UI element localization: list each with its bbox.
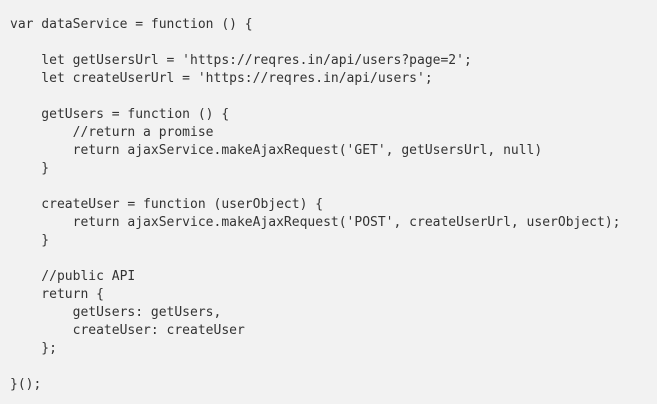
code-line: } [10,233,50,248]
code-line: let getUsersUrl = 'https://reqres.in/api… [10,53,472,68]
code-line: return { [10,287,104,302]
code-line: var dataService = function () { [10,17,253,32]
code-line [10,250,657,268]
code-line: //return a promise [10,125,214,140]
code-line: }; [10,341,57,356]
code-line: } [10,161,50,176]
code-line: //public API [10,269,136,284]
code-line: getUsers: getUsers, [10,305,222,320]
code-line [10,34,657,52]
code-line [10,88,657,106]
code-line: let createUserUrl = 'https://reqres.in/a… [10,71,433,86]
code-line: createUser = function (userObject) { [10,197,324,212]
code-line [10,178,657,196]
code-line: createUser: createUser [10,323,245,338]
code-line: return ajaxService.makeAjaxRequest('GET'… [10,143,543,158]
code-line: getUsers = function () { [10,107,230,122]
code-line [10,358,657,376]
code-line: }(); [10,377,42,392]
code-line: return ajaxService.makeAjaxRequest('POST… [10,215,621,230]
